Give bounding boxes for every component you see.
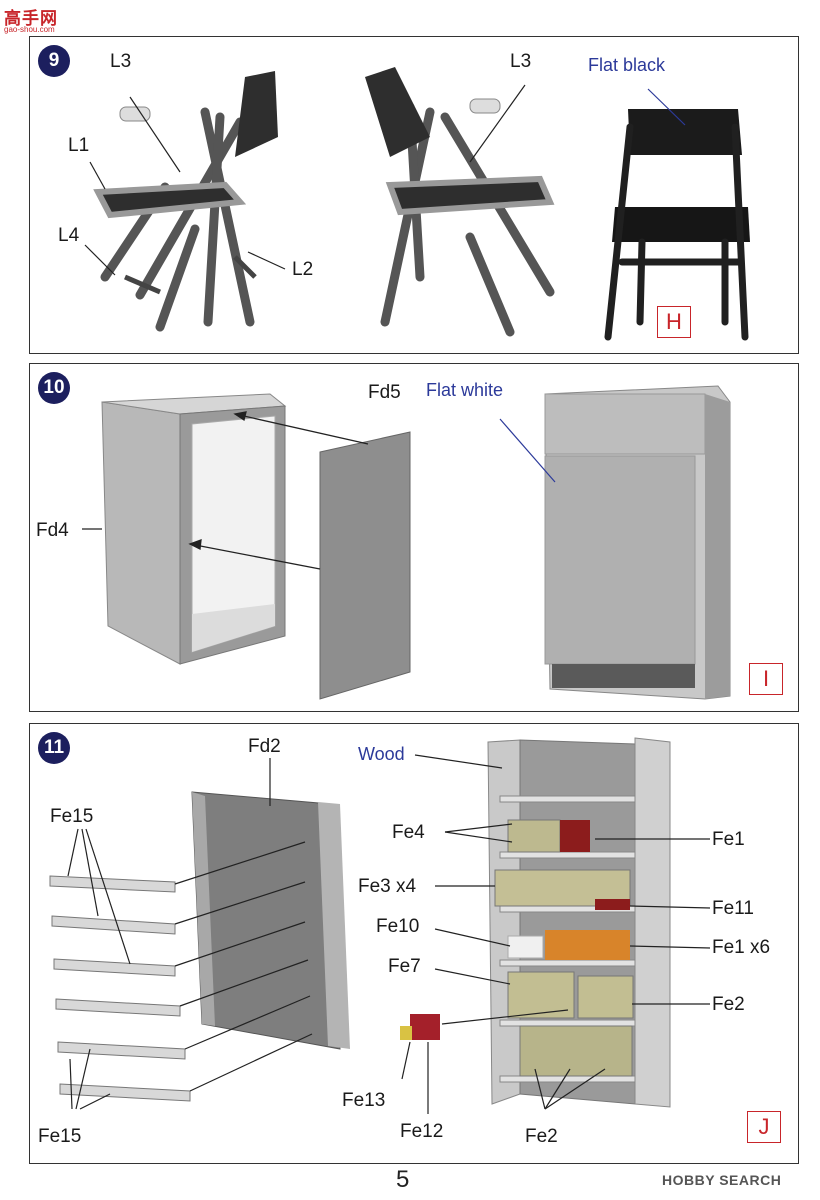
part-label-fe2-bottom: Fe2 [525, 1126, 558, 1147]
step-number-badge: 10 [38, 372, 70, 404]
step-10-panel: 10 Fd5 Fd4 Flat white I [29, 363, 799, 712]
part-label-fe15-top: Fe15 [50, 806, 94, 827]
part-label-l3-left: L3 [110, 51, 132, 72]
paint-label-wood: Wood [358, 744, 405, 764]
part-label-fd4: Fd4 [36, 520, 69, 541]
part-label-fe13: Fe13 [342, 1090, 386, 1111]
part-label-fe15-bottom: Fe15 [38, 1126, 82, 1147]
page-number: 5 [396, 1166, 410, 1193]
part-label-fe1: Fe1 [712, 829, 745, 850]
step-number-badge: 11 [38, 732, 70, 764]
part-label-fe4: Fe4 [392, 822, 425, 843]
footer-brand: HOBBY SEARCH [662, 1172, 782, 1188]
part-label-fe11: Fe11 [712, 898, 754, 919]
paint-label-flat-black: Flat black [588, 55, 666, 75]
part-tag-i: I [749, 663, 783, 695]
step-number-badge: 9 [38, 45, 70, 77]
site-logo-text: 高手网 [4, 9, 58, 28]
part-label-fd2: Fd2 [248, 736, 281, 757]
part-tag-h: H [657, 306, 691, 338]
step-9-panel: 9 L3 L1 L4 L2 L3 Flat black H [29, 36, 799, 354]
part-label-fe3-x4: Fe3 x4 [358, 876, 417, 897]
site-logo-url: gao-shou.com [4, 25, 55, 34]
part-label-fe2-right: Fe2 [712, 994, 745, 1015]
part-label-l2: L2 [292, 259, 314, 280]
shelf-unit-illustration [49, 737, 711, 1114]
part-label-fe12: Fe12 [400, 1121, 444, 1142]
part-label-l3-right: L3 [510, 51, 532, 72]
step-11-panel: 11 Fd2 Fe15 Fe15 Wood Fe4 Fe1 Fe3 x4 Fe1… [29, 723, 799, 1164]
folding-chair-illustration [84, 67, 750, 341]
part-label-l4: L4 [58, 225, 80, 246]
part-tag-j: J [747, 1111, 781, 1143]
part-label-l1: L1 [68, 135, 90, 156]
part-label-fe7: Fe7 [388, 956, 421, 977]
part-label-fe1-x6: Fe1 x6 [712, 937, 771, 958]
part-label-fd5: Fd5 [368, 382, 401, 403]
refrigerator-illustration [82, 385, 731, 700]
paint-label-flat-white: Flat white [426, 380, 504, 400]
part-label-fe10: Fe10 [376, 916, 420, 937]
